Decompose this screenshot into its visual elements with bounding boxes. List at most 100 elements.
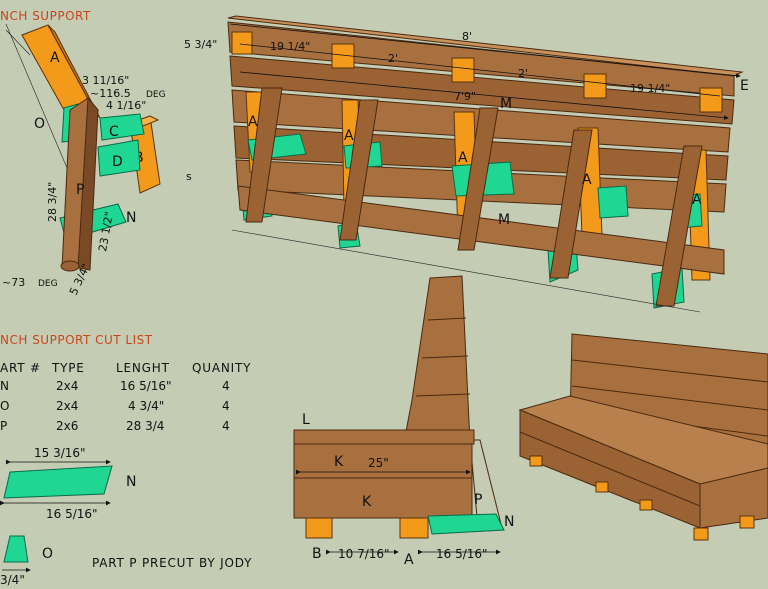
- board-seam: [421, 355, 469, 359]
- precut-note: PART P PRECUT BY JODY: [92, 556, 252, 570]
- label-a-3: A: [458, 150, 468, 166]
- label-n: N: [126, 210, 136, 226]
- ground-line: [231, 229, 701, 313]
- dim-n-bottom: 16 5/16": [46, 507, 98, 521]
- cut-list-header-part: ART #: [0, 361, 41, 375]
- dim-span-mid2: 2': [518, 67, 528, 80]
- dim-angle-bottom-unit: DEG: [38, 279, 58, 289]
- dim-angle-top-unit: DEG: [146, 90, 166, 100]
- part-n-shape: [3, 465, 113, 499]
- bench-back-seam: [571, 385, 768, 411]
- label-a-5: A: [692, 192, 702, 208]
- leg-p: [549, 129, 593, 279]
- label-a-4: A: [582, 172, 592, 188]
- leg-p: [457, 107, 499, 251]
- label-k-1: K: [334, 454, 344, 470]
- foot-block-b: [305, 517, 333, 539]
- cut-row-o-type: 2x4: [56, 399, 78, 413]
- cut-row-p-qty: 4: [222, 419, 230, 433]
- part-o-shape: [3, 535, 29, 563]
- label-c: C: [109, 124, 119, 140]
- bench-front-seam: [519, 431, 701, 507]
- seat-block-green: [597, 185, 629, 219]
- dim-k-width: 25": [368, 456, 389, 470]
- label-l: L: [302, 412, 310, 428]
- label-a: A: [50, 50, 60, 66]
- part-o-profile: O 3/4": [0, 535, 53, 587]
- part-p-edge: [77, 96, 99, 271]
- label-e: E: [740, 78, 749, 94]
- dim-line-overall: [229, 23, 741, 78]
- cut-row-o-part: O: [0, 399, 9, 413]
- part-d-board: [97, 139, 141, 177]
- part-c-board: [99, 113, 145, 141]
- bench-foot: [595, 481, 609, 493]
- dim-p-length: 28 3/4": [46, 182, 59, 222]
- side-view: P L K K 25" N B A 10 7/16" 16 5/16": [293, 275, 514, 568]
- top-spacer-block: [583, 73, 607, 99]
- cut-list-header-quantity: QUANITY: [192, 361, 251, 375]
- frame-top-edge: [227, 15, 744, 77]
- dim-bottom-left: 10 7/16": [338, 547, 390, 561]
- dim-line-inner: [239, 71, 729, 121]
- label-a-side: A: [404, 552, 414, 568]
- label-a-2: A: [344, 128, 354, 144]
- cut-row-n-length: 16 5/16": [120, 379, 172, 393]
- bench-foot: [529, 455, 543, 467]
- support-detail: NCH SUPPORT A B C D O N P 3 11/16" ~116.…: [0, 9, 166, 297]
- foot-block-a: [399, 517, 429, 539]
- cut-row-n-part: N: [0, 379, 9, 393]
- dim-height: 5 3/4": [184, 38, 217, 51]
- leg-p: [339, 99, 379, 241]
- board-seam: [427, 317, 467, 321]
- label-o: O: [34, 116, 45, 132]
- bench-back-seam: [571, 359, 768, 383]
- board-l: [293, 429, 475, 445]
- label-m-top: M: [500, 96, 512, 112]
- dim-o: 3/4": [0, 573, 25, 587]
- bench-foot: [639, 499, 653, 511]
- label-p: P: [76, 182, 84, 198]
- cut-row-o-qty: 4: [222, 399, 230, 413]
- cut-row-p-length: 28 3/4: [126, 419, 164, 433]
- dim-bottom-right: 16 5/16": [436, 547, 488, 561]
- bench-foot: [693, 527, 709, 541]
- seat-board-k-2: [293, 477, 473, 519]
- cut-row-n-type: 2x4: [56, 379, 78, 393]
- label-b-side: B: [312, 546, 322, 562]
- dim-angle-top: ~116.5: [90, 87, 131, 100]
- bench-side: [699, 467, 768, 529]
- label-k-2: K: [362, 494, 372, 510]
- side-foot-n: [427, 513, 505, 535]
- label-m-bottom: M: [498, 212, 510, 228]
- cut-list-header-length: LENGHT: [116, 361, 170, 375]
- cut-row-n-qty: 4: [222, 379, 230, 393]
- cut-row-p-part: P: [0, 419, 7, 433]
- top-spacer-block: [451, 57, 475, 83]
- bench-foot: [739, 515, 755, 529]
- top-spacer-block: [231, 31, 253, 55]
- part-n-profile: 15 3/16" N 16 5/16": [0, 446, 136, 521]
- label-p-side: P: [474, 492, 482, 508]
- label-o-profile: O: [42, 546, 53, 562]
- dim-span-mid1: 2': [388, 52, 398, 65]
- dim-angle-bottom: ~73: [2, 276, 25, 289]
- guide-line: [5, 23, 71, 176]
- top-spacer-block: [699, 87, 723, 113]
- board-seam: [415, 393, 471, 397]
- dim-overall: 8': [462, 30, 472, 43]
- cut-row-p-type: 2x6: [56, 419, 78, 433]
- cut-list: NCH SUPPORT CUT LIST ART # TYPE LENGHT Q…: [0, 333, 251, 433]
- cut-row-o-length: 4 3/4": [128, 399, 164, 413]
- label-n-profile: N: [126, 474, 136, 490]
- dim-top-width: 3 11/16": [82, 74, 129, 87]
- backrest-profile: [403, 275, 471, 443]
- cut-list-header-type: TYPE: [51, 361, 85, 375]
- dim-inner: 7'9": [454, 90, 476, 103]
- frame-detail: A A A A A M M E s 8' 5 3/4" 19 1/4" 2' 2…: [184, 15, 749, 313]
- label-s: s: [186, 170, 192, 183]
- dim-offset: 4 1/16": [106, 99, 146, 112]
- support-title: NCH SUPPORT: [0, 9, 91, 23]
- dim-n-top: 15 3/16": [34, 446, 86, 460]
